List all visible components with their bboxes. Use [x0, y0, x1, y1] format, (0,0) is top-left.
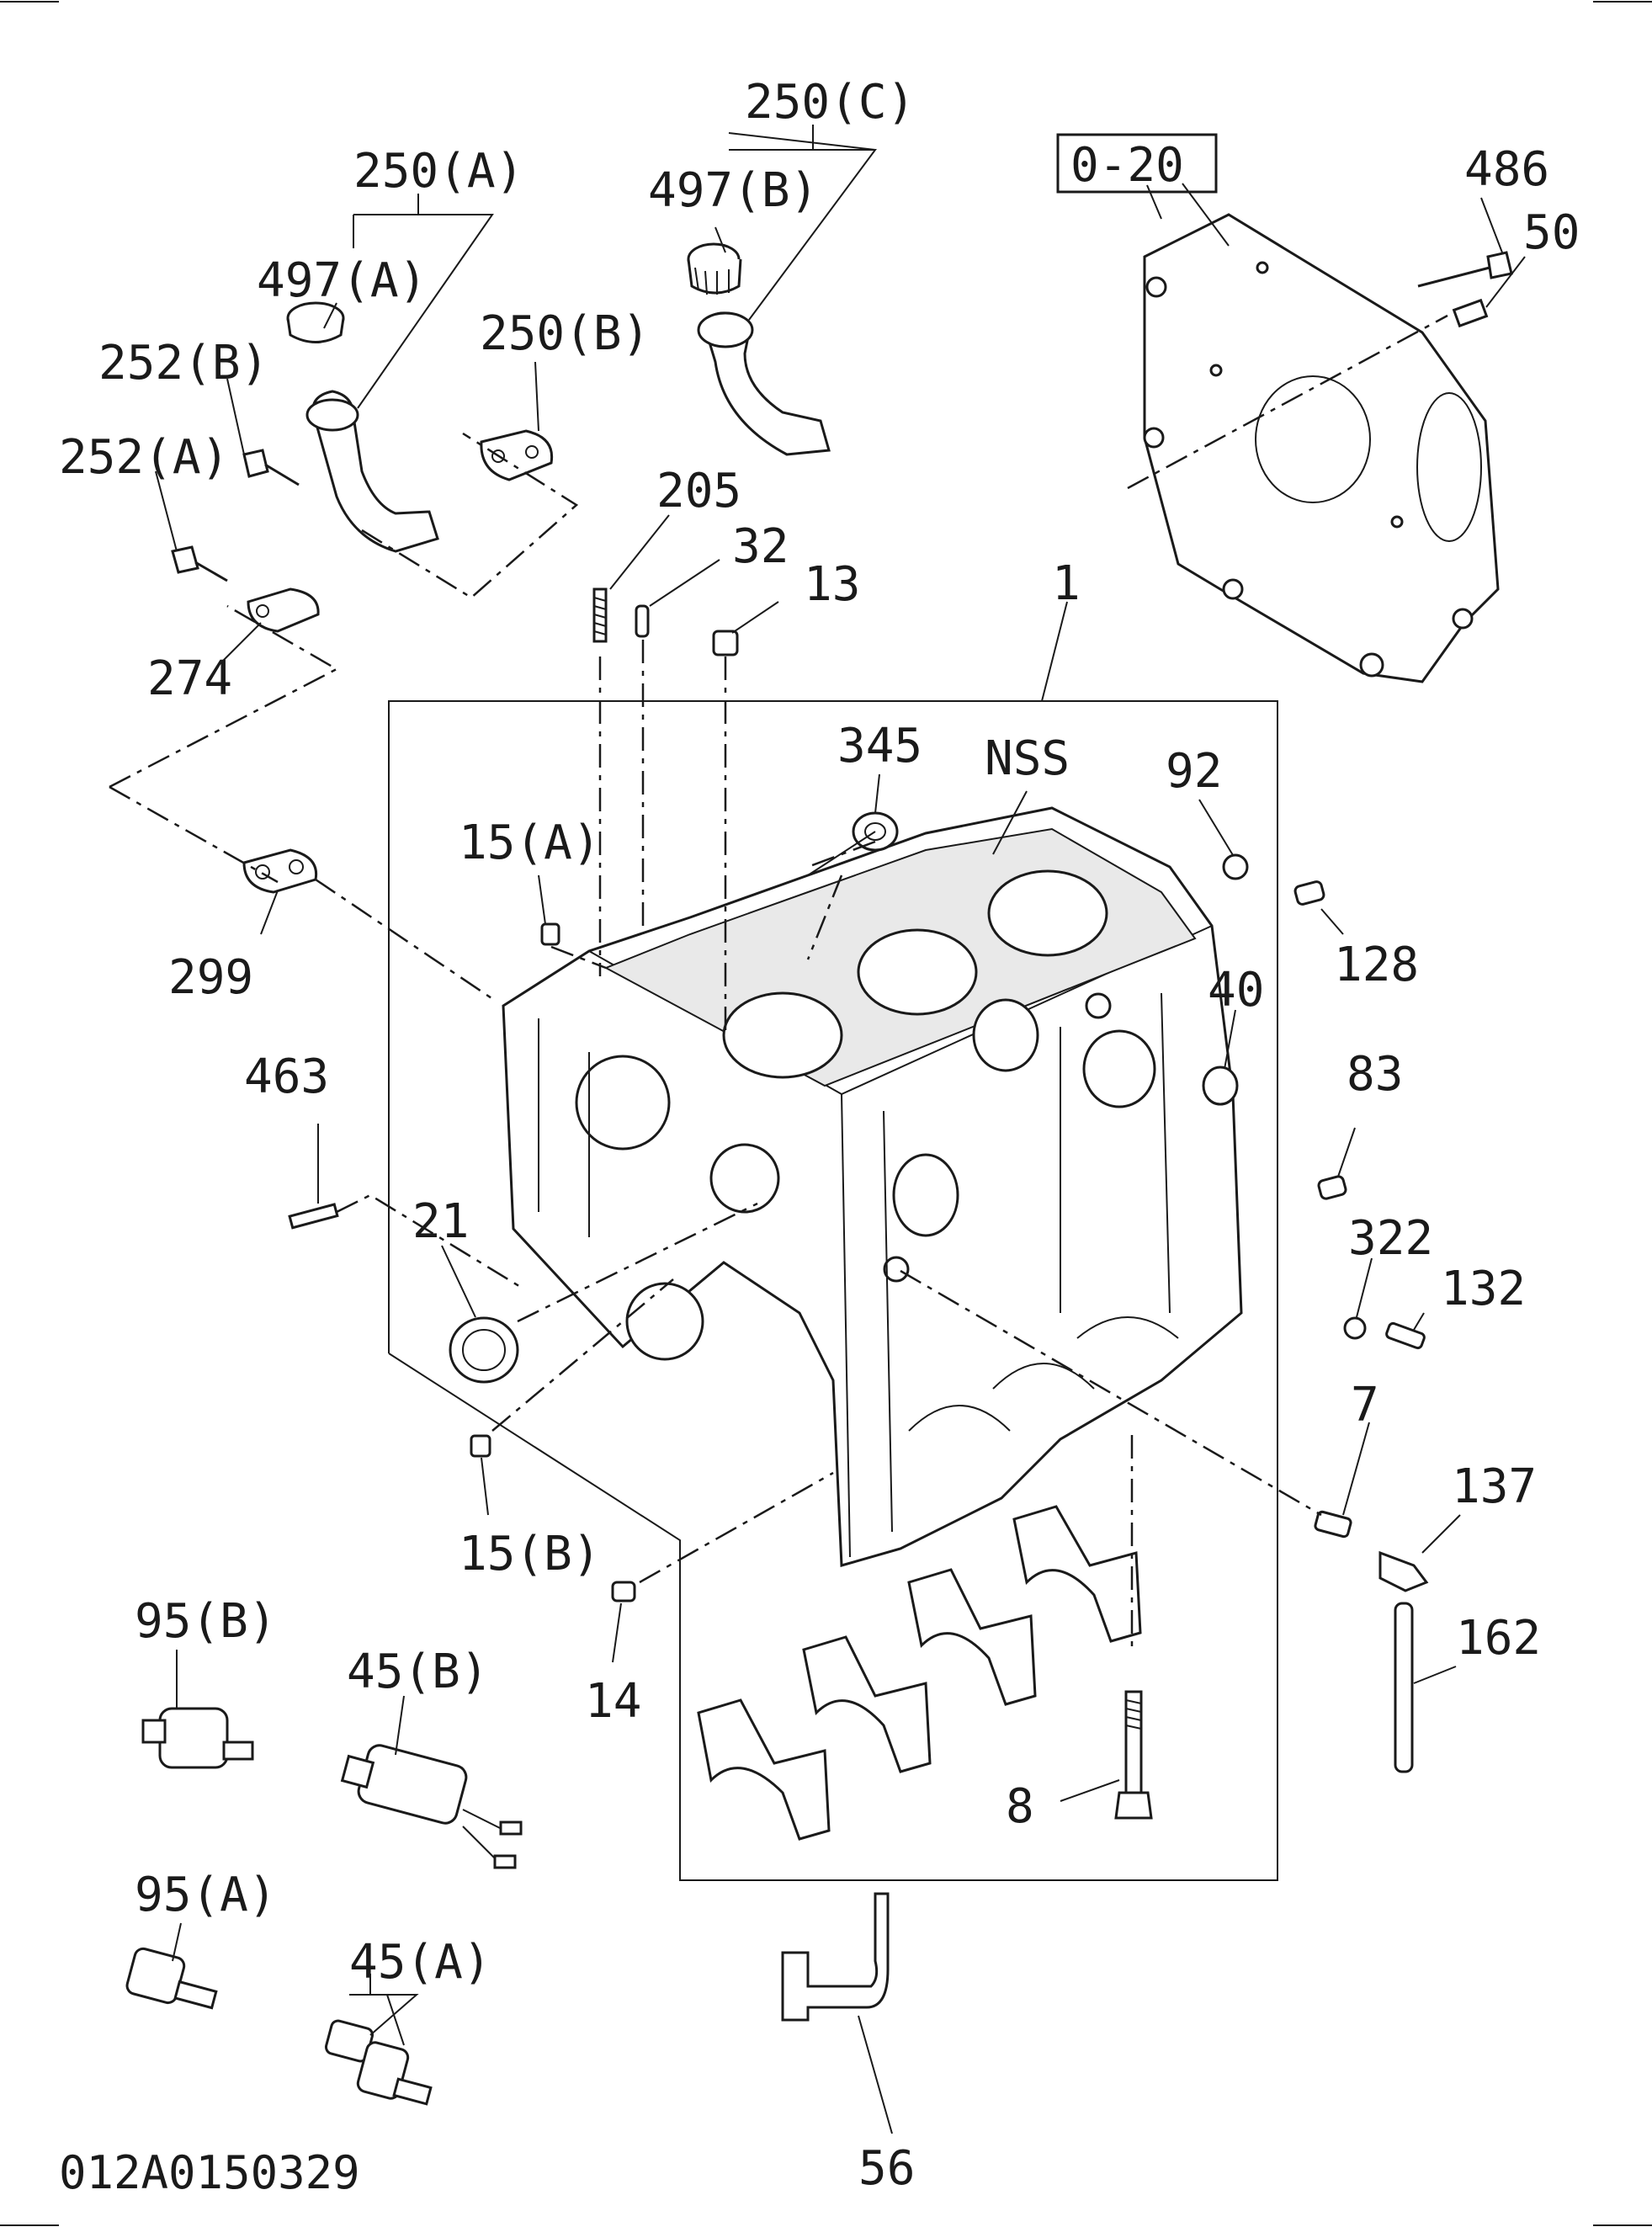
- dowel-50[interactable]: [1452, 298, 1489, 328]
- cylinder-block[interactable]: [502, 806, 1243, 1567]
- tube-162[interactable]: [1394, 1602, 1414, 1773]
- bearing-caps[interactable]: [697, 1505, 1142, 1841]
- plug-15b[interactable]: [470, 1434, 491, 1458]
- bolt-252a[interactable]: [171, 545, 228, 582]
- sensor-95b[interactable]: [141, 1707, 254, 1769]
- stud-463[interactable]: [288, 1203, 339, 1230]
- label-486: 486: [1464, 142, 1549, 197]
- label-40: 40: [1208, 963, 1264, 1018]
- dowel-13[interactable]: [712, 630, 739, 656]
- callouts: 250(C) 250(A) 497(B) 497(A) 252(B) 250(B…: [59, 75, 1580, 2199]
- label-205: 205: [656, 464, 741, 518]
- label-32: 32: [732, 519, 789, 574]
- label-45b: 45(B): [347, 1645, 489, 1699]
- oil-filler-cap-a[interactable]: [286, 301, 345, 343]
- label-14: 14: [585, 1674, 641, 1729]
- gasket-299[interactable]: [242, 848, 318, 894]
- label-250b: 250(B): [480, 306, 650, 361]
- label-8: 8: [1006, 1779, 1034, 1834]
- bolt-132[interactable]: [1385, 1321, 1426, 1350]
- pipe-56[interactable]: [781, 1892, 890, 2022]
- block-frame: [388, 700, 1278, 1881]
- label-0-20: 0-20: [1070, 138, 1184, 193]
- pin-83[interactable]: [1317, 1175, 1347, 1200]
- label-50: 50: [1523, 205, 1580, 260]
- rear-plate[interactable]: [1127, 213, 1500, 683]
- label-nss: NSS: [985, 731, 1070, 786]
- bolt-486[interactable]: [1417, 251, 1513, 288]
- label-463: 463: [244, 1050, 329, 1104]
- sensor-95a[interactable]: [125, 1947, 218, 2010]
- gasket-274[interactable]: [247, 587, 320, 633]
- label-497b: 497(B): [648, 163, 818, 218]
- label-7: 7: [1351, 1378, 1379, 1432]
- pin-128[interactable]: [1293, 880, 1325, 906]
- sensor-45a[interactable]: [324, 2019, 433, 2106]
- label-56: 56: [858, 2141, 915, 2196]
- sensor-45b[interactable]: [340, 1743, 523, 1869]
- label-250a: 250(A): [353, 144, 523, 199]
- label-497a: 497(A): [257, 253, 427, 308]
- plug-92[interactable]: [1222, 853, 1249, 880]
- stud-205[interactable]: [592, 587, 608, 643]
- label-45a: 45(A): [349, 1935, 491, 1990]
- bolt-7[interactable]: [1314, 1510, 1352, 1539]
- oil-filler-pipe-c[interactable]: [697, 311, 831, 456]
- bolt-8[interactable]: [1114, 1690, 1153, 1820]
- o-ring-322[interactable]: [1343, 1316, 1367, 1340]
- diagram-code: 012A0150329: [59, 2146, 360, 2199]
- leader-lines: [155, 125, 1526, 2134]
- label-21: 21: [412, 1194, 469, 1249]
- label-252a: 252(A): [59, 430, 229, 485]
- plug-15a[interactable]: [540, 922, 560, 946]
- connector-137[interactable]: [1378, 1550, 1429, 1592]
- gasket-250b[interactable]: [480, 429, 554, 481]
- oil-seal-21[interactable]: [449, 1316, 519, 1384]
- label-15a: 15(A): [459, 816, 601, 870]
- plug-40[interactable]: [1202, 1066, 1239, 1106]
- label-128: 128: [1334, 938, 1419, 992]
- oil-filler-cap-b[interactable]: [687, 242, 742, 295]
- label-137: 137: [1452, 1459, 1537, 1514]
- ref-box-0-20: [1056, 133, 1218, 194]
- label-345: 345: [837, 719, 922, 773]
- label-299: 299: [168, 950, 253, 1005]
- pin-32[interactable]: [635, 604, 650, 638]
- label-95a: 95(A): [135, 1868, 277, 1922]
- label-95b: 95(B): [135, 1594, 277, 1649]
- label-274: 274: [147, 651, 232, 706]
- label-250c: 250(C): [745, 75, 915, 130]
- label-13: 13: [804, 557, 860, 612]
- label-1: 1: [1052, 556, 1081, 611]
- bolt-252b[interactable]: [242, 449, 300, 486]
- label-322: 322: [1348, 1211, 1433, 1266]
- label-252b: 252(B): [98, 336, 268, 391]
- dash-lines: [109, 432, 1322, 1650]
- pin-14[interactable]: [611, 1581, 636, 1602]
- label-162: 162: [1456, 1611, 1541, 1666]
- label-132: 132: [1441, 1262, 1526, 1316]
- label-92: 92: [1166, 744, 1222, 799]
- label-15b: 15(B): [459, 1527, 601, 1581]
- label-83: 83: [1347, 1047, 1403, 1102]
- oil-filler-pipe-a[interactable]: [305, 390, 439, 553]
